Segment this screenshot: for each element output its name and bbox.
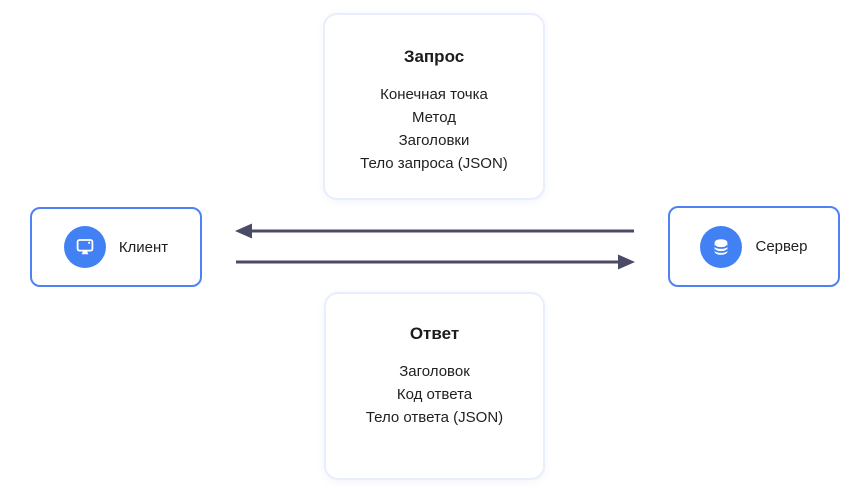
response-item-body: Тело ответа (JSON) [365,409,504,426]
arrow-client-to-server [236,254,635,270]
request-card: Запрос Конечная точка Метод Заголовки Те… [323,13,545,200]
client-node-label: Клиент [118,238,169,256]
request-card-title: Запрос [403,47,465,66]
response-card-title: Ответ [409,324,460,343]
database-icon [700,225,743,268]
request-response-arrows [235,223,635,270]
request-item-headers: Заголовки [398,132,470,149]
request-item-body: Тело запроса (JSON) [360,155,508,172]
arrow-server-to-client [235,223,634,239]
response-item-code: Код ответа [396,386,473,403]
request-item-endpoint: Конечная точка [380,86,488,103]
server-node: Сервер [668,206,840,287]
server-node-label: Сервер [755,238,808,255]
response-card: Ответ Заголовок Код ответа Тело ответа (… [324,292,545,480]
client-node: Клиент [30,207,202,287]
response-item-header: Заголовок [399,363,470,380]
monitor-icon [63,226,106,268]
request-item-method: Метод [412,109,456,126]
